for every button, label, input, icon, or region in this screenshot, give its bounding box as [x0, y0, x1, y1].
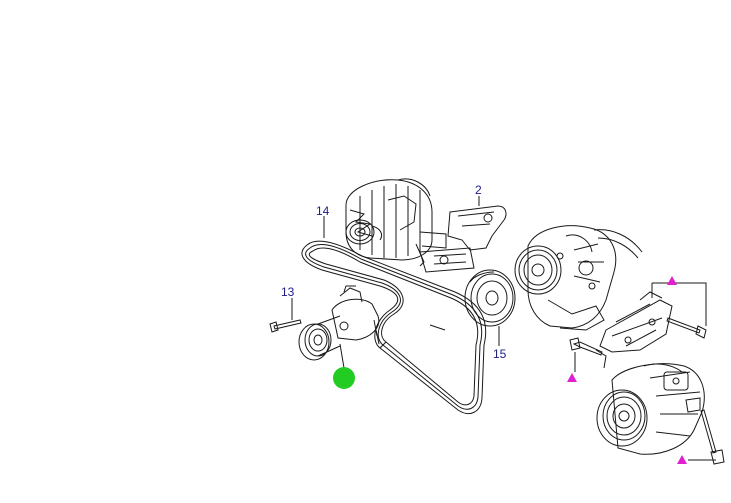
- drive-belt: [301, 240, 487, 414]
- alternator-bracket: [415, 205, 507, 273]
- ac-compressor: [611, 363, 705, 455]
- callout-15[interactable]: 15: [493, 347, 507, 361]
- compressor-long-bolt: [700, 409, 725, 465]
- magenta-triangle-icon: [667, 276, 677, 285]
- green-dot-icon[interactable]: [333, 367, 355, 389]
- magenta-triangle-icon: [567, 373, 577, 382]
- compressor-bracket: [595, 291, 673, 369]
- belt-tensioner: [298, 285, 380, 361]
- water-pump: [527, 225, 643, 331]
- leader-lines: [291, 196, 716, 461]
- magenta-triangle-icon: [677, 455, 687, 464]
- water-pump-pulley: [514, 245, 562, 295]
- alternator: [345, 178, 447, 261]
- tensioner-bolt: [269, 319, 302, 333]
- callout-14[interactable]: 14: [316, 204, 330, 218]
- compressor-clutch-pulley: [596, 389, 648, 447]
- callout-13[interactable]: 13: [281, 285, 295, 299]
- compressor-bracket-bolt-right: [666, 317, 707, 339]
- idler-pulley: [464, 269, 516, 327]
- callout-2[interactable]: 2: [475, 183, 482, 197]
